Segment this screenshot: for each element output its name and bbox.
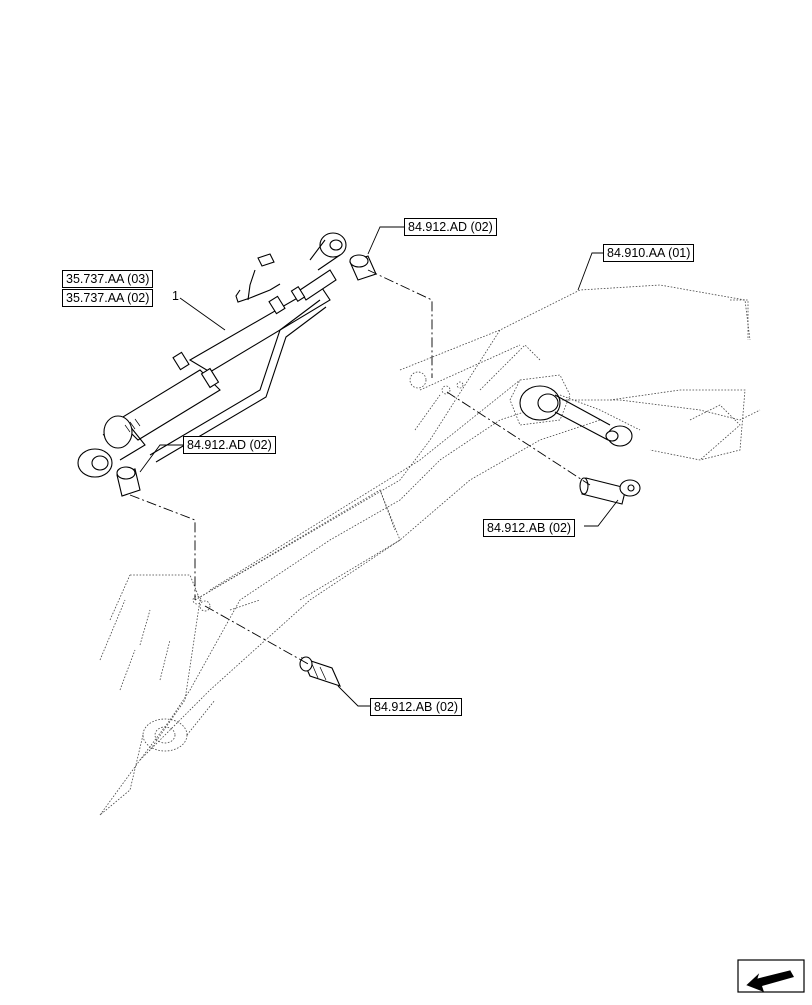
- bushing-left: [116, 466, 141, 497]
- bushing-top: [349, 254, 377, 281]
- boom-foot-pin-assembly: [519, 385, 633, 447]
- callout-pin-right[interactable]: 84.912.AB (02): [483, 519, 576, 537]
- callout-cylinder-b[interactable]: 35.737.AA (02): [62, 289, 154, 307]
- callout-pin-bottom[interactable]: 84.912.AB (02): [370, 698, 463, 716]
- pin-right: [579, 477, 641, 505]
- callout-boom[interactable]: 84.910.AA (01): [603, 244, 695, 262]
- leader-lines: [139, 226, 619, 707]
- pin-bottom: [299, 656, 342, 687]
- callout-bushing-left[interactable]: 84.912.AD (02): [183, 436, 276, 454]
- callout-cylinder-a[interactable]: 35.737.AA (03): [62, 270, 154, 288]
- assembly-lines: [129, 269, 591, 666]
- item-number: 1: [172, 289, 179, 303]
- boom-outline: [99, 284, 761, 816]
- hydraulic-cylinder: [77, 232, 347, 478]
- callout-bushing-top[interactable]: 84.912.AD (02): [404, 218, 497, 236]
- arrow-navigation-icon[interactable]: [737, 959, 805, 993]
